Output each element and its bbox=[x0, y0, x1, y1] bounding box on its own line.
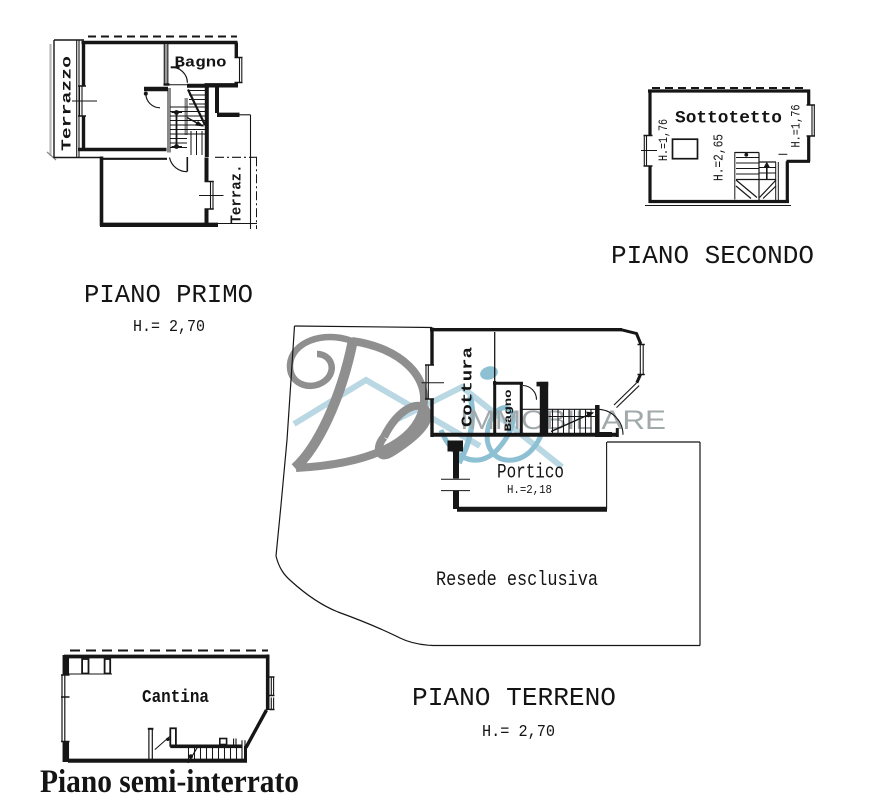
svg-text:Bagno: Bagno bbox=[175, 55, 227, 72]
svg-text:PIANO PRIMO: PIANO PRIMO bbox=[84, 280, 253, 310]
svg-text:Piano semi-interrato: Piano semi-interrato bbox=[40, 764, 299, 800]
svg-text:Sottotetto: Sottotetto bbox=[675, 109, 782, 129]
svg-text:Portico: Portico bbox=[497, 462, 564, 485]
svg-text:H.= 2,70: H.= 2,70 bbox=[482, 723, 555, 742]
svg-text:Cantina: Cantina bbox=[142, 687, 209, 708]
svg-text:H.=1,76: H.=1,76 bbox=[789, 105, 804, 148]
svg-text:PIANO SECONDO: PIANO SECONDO bbox=[611, 241, 814, 271]
svg-text:Cottura: Cottura bbox=[460, 347, 477, 427]
svg-text:Bagno: Bagno bbox=[503, 390, 515, 432]
svg-text:Terraz.: Terraz. bbox=[229, 165, 246, 224]
svg-text:Resede esclusiva: Resede esclusiva bbox=[436, 569, 598, 592]
svg-text:H.=2,18: H.=2,18 bbox=[507, 483, 552, 497]
svg-text:H.=1,76: H.=1,76 bbox=[656, 119, 671, 161]
svg-text:H.=2,65: H.=2,65 bbox=[713, 134, 728, 181]
svg-text:Terrazzo: Terrazzo bbox=[60, 56, 76, 151]
svg-text:H.= 2,70: H.= 2,70 bbox=[133, 318, 205, 337]
svg-text:PIANO TERRENO: PIANO TERRENO bbox=[412, 683, 616, 713]
